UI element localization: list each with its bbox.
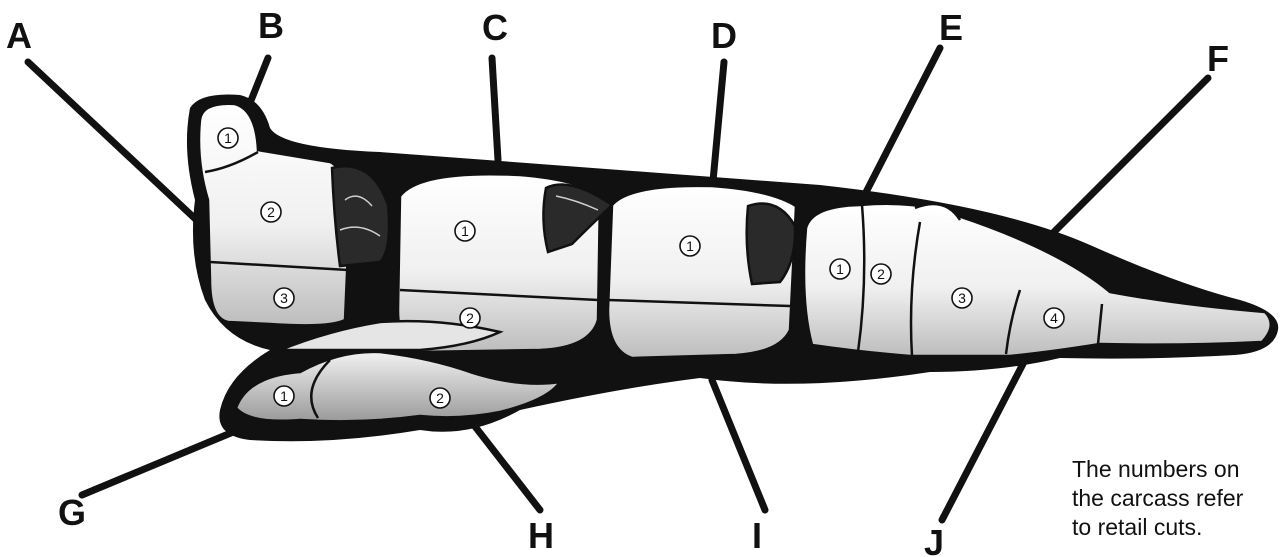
label-c: C: [482, 7, 508, 48]
cut-number-e4: 4: [1044, 308, 1064, 328]
svg-text:1: 1: [836, 261, 844, 277]
svg-text:1: 1: [280, 388, 288, 404]
leader-line-g: [82, 430, 238, 495]
label-a: A: [6, 15, 32, 56]
label-i: I: [752, 515, 762, 556]
leader-line-i: [712, 380, 765, 510]
label-j: J: [924, 522, 944, 557]
cut-number-c1: 1: [455, 221, 475, 241]
svg-text:3: 3: [280, 290, 288, 306]
cut-number-b3: 3: [274, 288, 294, 308]
svg-text:2: 2: [877, 266, 885, 282]
cut-number-g2: 2: [430, 388, 450, 408]
note-line-2: the carcass refer: [1072, 484, 1281, 513]
note-line-1: The numbers on: [1072, 455, 1281, 484]
svg-text:1: 1: [686, 238, 694, 254]
cut-number-e2: 2: [871, 264, 891, 284]
svg-text:4: 4: [1050, 310, 1058, 326]
cut-number-e3: 3: [952, 288, 972, 308]
middle-face: [747, 204, 795, 285]
svg-text:2: 2: [267, 204, 275, 220]
cut-number-c2: 2: [460, 308, 480, 328]
label-h: H: [528, 515, 554, 556]
leader-line-e: [862, 48, 940, 200]
middle-section: [608, 186, 796, 358]
leader-line-c: [492, 58, 498, 160]
leader-line-f: [1038, 78, 1208, 248]
cut-number-b2: 2: [261, 202, 281, 222]
label-d: D: [711, 15, 737, 56]
note-line-3: to retail cuts.: [1072, 513, 1281, 542]
svg-text:1: 1: [224, 130, 232, 146]
cut-number-g1: 1: [274, 386, 294, 406]
svg-text:2: 2: [466, 310, 474, 326]
svg-text:3: 3: [958, 290, 966, 306]
label-e: E: [939, 7, 963, 48]
cut-number-d1: 1: [680, 236, 700, 256]
leader-line-j: [942, 360, 1025, 520]
cut-number-b1: 1: [218, 128, 238, 148]
svg-text:1: 1: [461, 223, 469, 239]
leader-line-a: [28, 62, 205, 228]
cut-number-e1: 1: [830, 259, 850, 279]
svg-text:2: 2: [436, 390, 444, 406]
leader-line-b: [248, 58, 268, 108]
label-g: G: [58, 492, 86, 533]
leader-line-h: [470, 420, 540, 510]
label-f: F: [1207, 38, 1229, 79]
retail-cuts-note: The numbers on the carcass refer to reta…: [1072, 455, 1281, 542]
label-b: B: [258, 5, 284, 46]
leader-line-d: [712, 62, 724, 192]
